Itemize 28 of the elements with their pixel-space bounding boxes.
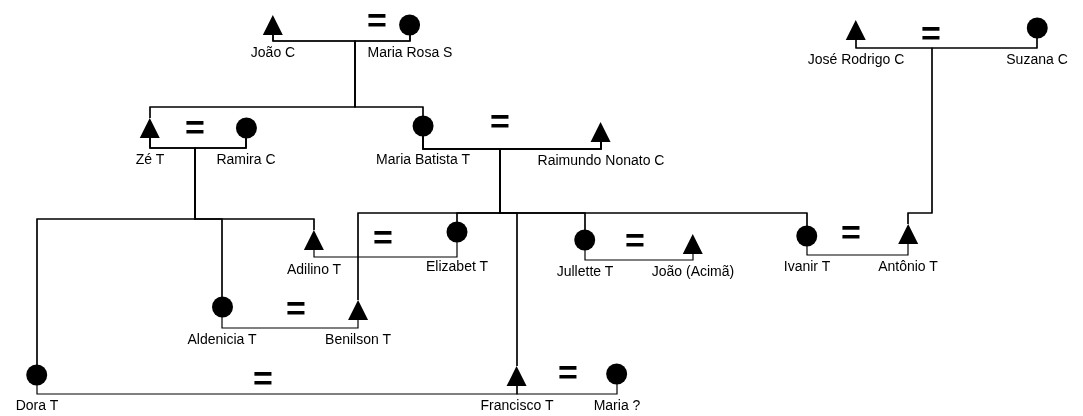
person-name: Antônio T: [878, 258, 938, 274]
marriage-line: [806, 243, 909, 256]
descent-line: [907, 37, 1038, 225]
marriage-line: [221, 316, 359, 329]
descent-line: [354, 34, 424, 117]
person-name: João C: [250, 44, 296, 60]
descent-line: [194, 137, 315, 231]
person-name: Ivanir T: [783, 258, 831, 274]
person-name: Francisco T: [480, 397, 554, 413]
person-name: Raimundo Nonato C: [537, 152, 665, 168]
person-name: Benilson T: [325, 331, 391, 347]
person-name: Zé T: [135, 151, 165, 167]
marriage-line: [516, 383, 618, 395]
person-name: José Rodrigo C: [807, 51, 905, 67]
person-name: Adilino T: [286, 261, 342, 277]
marriage-line: [313, 241, 458, 258]
person-name: Elizabet T: [426, 258, 488, 274]
person-name: Maria ?: [593, 397, 641, 413]
person-name: Jullette T: [556, 263, 614, 279]
person-name: Dora T: [15, 397, 59, 413]
person-name: Aldenicia T: [187, 331, 257, 347]
person-name: Suzana C: [1006, 51, 1068, 67]
person-name: Maria Batista T: [376, 151, 470, 167]
person-name: Ramira C: [216, 151, 276, 167]
person-name: João (Acimã): [651, 263, 735, 279]
person-name: Maria Rosa S: [367, 44, 453, 60]
marriage-line: [584, 249, 694, 261]
marriage-line: [36, 384, 518, 395]
